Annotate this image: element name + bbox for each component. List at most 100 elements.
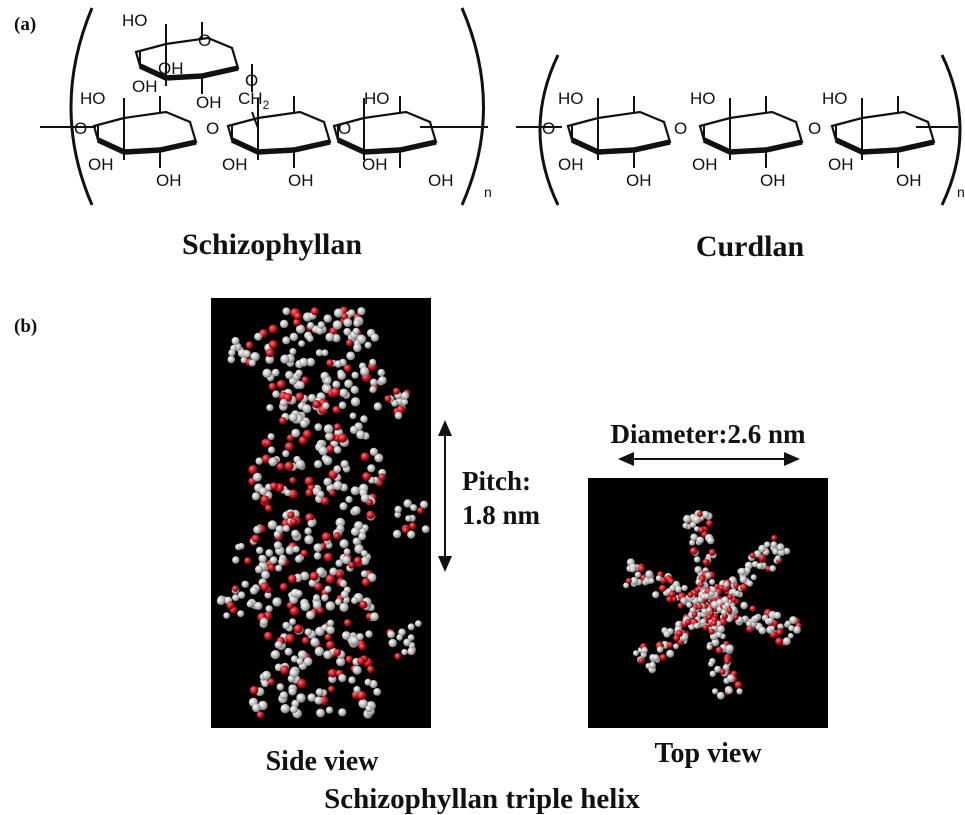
side-view-atom bbox=[369, 386, 377, 394]
side-view-atom bbox=[369, 447, 378, 456]
side-view-atom bbox=[349, 412, 357, 420]
side-view-atom bbox=[352, 327, 360, 335]
schizophyllan-right-bracket bbox=[460, 7, 485, 206]
side-view-atom bbox=[366, 510, 375, 519]
side-view-atom bbox=[401, 398, 409, 406]
side-view-atom bbox=[304, 527, 312, 535]
side-view-atom bbox=[279, 583, 288, 591]
side-view-atom bbox=[262, 670, 271, 680]
side-view-atom bbox=[304, 476, 314, 486]
panel-label-b: (b) bbox=[14, 316, 37, 337]
top-view-model bbox=[623, 510, 802, 700]
side-view-atom bbox=[266, 404, 274, 412]
side-view-atom bbox=[297, 650, 307, 660]
side-view-atom bbox=[320, 496, 330, 506]
top-view-atom bbox=[770, 541, 778, 548]
side-view-atom bbox=[348, 676, 356, 684]
side-view-atom bbox=[287, 511, 295, 519]
side-view-atom bbox=[357, 657, 365, 665]
curdlan-subscript-n: n bbox=[957, 184, 965, 200]
side-view-atom bbox=[237, 610, 245, 618]
schizophyllan-ring2-oh-b: OH bbox=[288, 171, 314, 190]
top-view-atom bbox=[686, 601, 693, 608]
side-view-atom bbox=[270, 482, 278, 491]
side-view-atom bbox=[403, 638, 411, 647]
top-view-atom bbox=[726, 674, 735, 683]
side-view-atom bbox=[307, 519, 315, 528]
side-view-atom bbox=[275, 564, 283, 572]
side-view-atom bbox=[327, 619, 335, 627]
side-view-atom bbox=[334, 360, 342, 368]
side-view-atom bbox=[232, 594, 240, 602]
schizophyllan-branch-ho: HO bbox=[122, 11, 148, 30]
side-view-atom bbox=[335, 517, 346, 528]
top-view-atom bbox=[771, 535, 778, 541]
side-view-atom bbox=[302, 404, 312, 414]
side-view-atom bbox=[288, 687, 297, 696]
side-view-atom bbox=[267, 433, 275, 441]
side-view-atom bbox=[353, 319, 361, 328]
side-view-atom bbox=[340, 590, 349, 599]
side-view-atom bbox=[321, 532, 331, 542]
side-view-atom bbox=[315, 688, 324, 697]
top-view-atom bbox=[659, 653, 667, 661]
side-view-atom bbox=[362, 472, 371, 481]
side-view-atom bbox=[332, 380, 341, 389]
top-view-atom bbox=[630, 576, 639, 585]
side-view-atom bbox=[328, 685, 335, 693]
side-view-atom bbox=[296, 693, 306, 703]
side-view-atom bbox=[394, 511, 402, 518]
side-view-atom bbox=[304, 628, 312, 636]
top-view-atom bbox=[716, 631, 722, 638]
top-view-atom bbox=[652, 654, 660, 662]
side-view-atom bbox=[295, 392, 305, 402]
curdlan-ring1-o: O bbox=[542, 119, 555, 138]
side-view-atom bbox=[360, 556, 370, 566]
top-view-atom bbox=[667, 641, 674, 649]
top-view-atom bbox=[696, 603, 703, 610]
side-view-atom bbox=[300, 419, 309, 428]
side-view-atom bbox=[258, 554, 267, 563]
panel-label-a: (a) bbox=[14, 14, 36, 35]
side-view-atom bbox=[370, 378, 378, 387]
side-view-atom bbox=[358, 699, 368, 709]
side-view-atom bbox=[332, 334, 341, 343]
side-view-atom bbox=[279, 398, 288, 407]
side-view-atom bbox=[249, 685, 259, 695]
side-view-atom bbox=[387, 630, 396, 639]
top-view-atom bbox=[701, 608, 708, 615]
side-view-atom bbox=[302, 429, 312, 439]
curdlan-glycosidic-o-2: O bbox=[808, 119, 821, 138]
side-view-atom bbox=[322, 402, 330, 410]
side-view-atom bbox=[295, 590, 303, 597]
top-view-atom bbox=[767, 618, 774, 624]
side-view-atom bbox=[409, 522, 417, 530]
top-view-atom bbox=[706, 614, 713, 620]
side-view-atom bbox=[308, 394, 316, 402]
side-view-atom bbox=[260, 495, 270, 504]
side-view-atom bbox=[294, 555, 303, 563]
side-view-atom bbox=[373, 402, 382, 411]
side-view-atom bbox=[315, 349, 323, 357]
side-view-atom bbox=[310, 307, 319, 316]
side-view-atom bbox=[370, 333, 379, 342]
side-view-atom bbox=[291, 529, 300, 539]
side-view-atom bbox=[231, 336, 240, 345]
side-view-atom bbox=[300, 571, 310, 581]
schizophyllan-ring3-oh-a: OH bbox=[362, 155, 388, 174]
side-view-atom bbox=[227, 355, 236, 364]
side-view-atom bbox=[325, 706, 334, 714]
curdlan-ring2-oh-a: OH bbox=[692, 155, 718, 174]
pitch-value: 1.8 nm bbox=[462, 500, 541, 530]
side-view-atom bbox=[273, 541, 282, 550]
top-view-atom bbox=[626, 577, 632, 584]
side-view-atom bbox=[289, 518, 298, 526]
side-view-atom bbox=[267, 520, 278, 530]
top-view-atom bbox=[681, 584, 688, 592]
side-view-atom bbox=[280, 665, 290, 675]
side-view-atom bbox=[228, 349, 236, 357]
top-view-atom bbox=[689, 539, 696, 546]
side-view-atom bbox=[307, 693, 316, 702]
side-view-atom bbox=[348, 561, 356, 569]
